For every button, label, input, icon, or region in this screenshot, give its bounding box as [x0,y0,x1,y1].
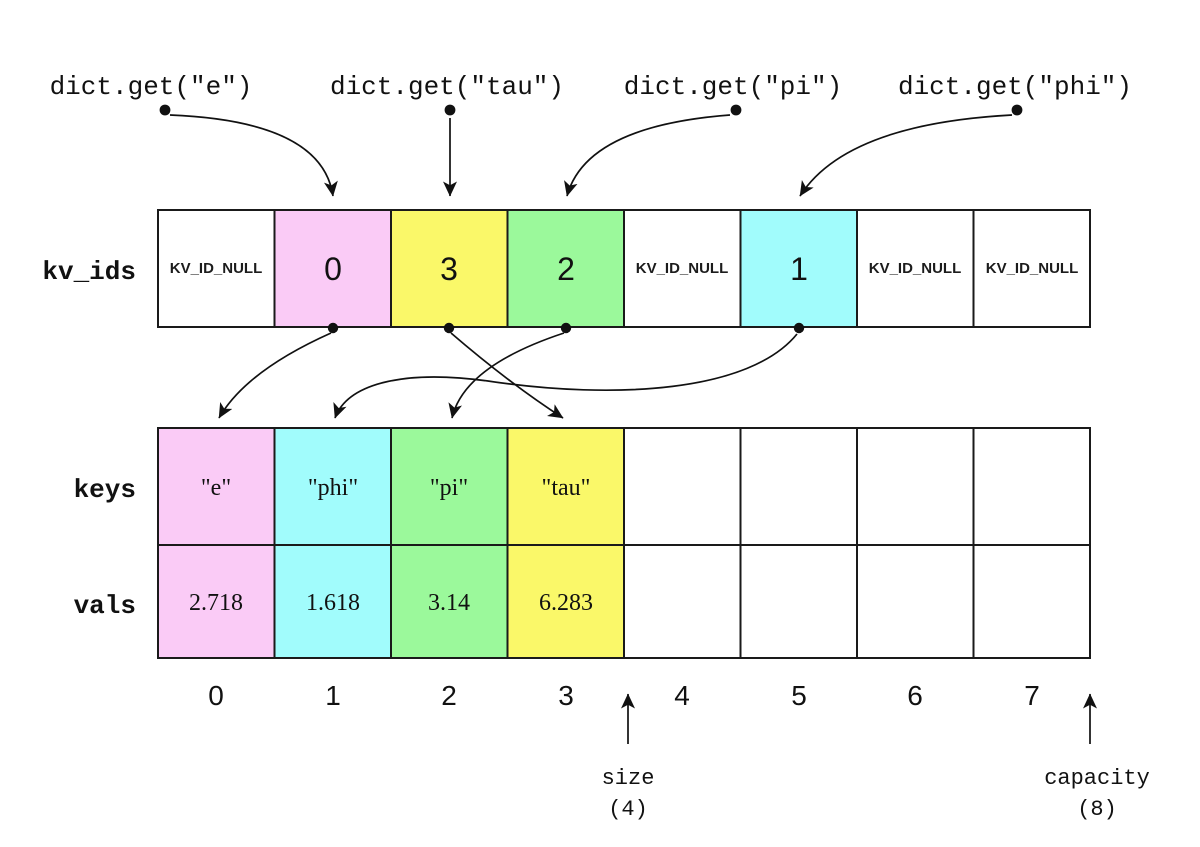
query-arrow-pi-to-kvids3 [564,114,731,197]
kv-ids-cell-text-6: KV_ID_NULL [869,260,962,277]
keys-cell-3 [506,427,625,546]
index-label-0: 0 [208,680,224,711]
query-dot-pi [730,104,742,116]
keys-row: keys "e" "phi" "pi" "tau" [74,427,1091,546]
keys-row-label: keys [74,475,136,505]
index-labels: 0 1 2 3 4 5 6 7 [208,680,1040,711]
index-label-6: 6 [907,680,923,711]
capacity-label: capacity [1044,766,1150,791]
kv-ids-to-keys-links [218,322,805,419]
link-dot-kvids3 [560,322,572,334]
query-label-e: dict.get("e") [50,72,253,102]
index-label-3: 3 [558,680,574,711]
vals-cell-7 [972,544,1091,659]
keys-cell-6 [856,427,975,546]
query-label-tau: dict.get("tau") [330,72,564,102]
link-dot-kvids5 [793,322,805,334]
link-dot-kvids2 [443,322,455,334]
index-label-5: 5 [791,680,807,711]
size-annotation: size (4) [602,693,655,822]
index-label-2: 2 [441,680,457,711]
kv-ids-cell-text-1: 0 [324,251,342,287]
keys-cell-text-0: "e" [201,475,231,501]
kv-ids-row-label: kv_ids [42,257,136,287]
capacity-value: (8) [1077,797,1117,822]
link-arrow-1-to-keys1 [333,333,798,419]
kv-ids-cell-5 [739,209,858,328]
vals-cell-text-1: 1.618 [306,590,360,616]
query-dot-phi [1011,104,1023,116]
vals-cell-1 [273,544,392,659]
query-label-pi: dict.get("pi") [624,72,842,102]
size-value: (4) [608,797,648,822]
kv-ids-cell-text-3: 2 [557,251,575,287]
query-arrow-phi-to-kvids5 [799,114,1013,197]
vals-row: vals 2.718 1.618 3.14 6.283 [74,544,1091,659]
link-dot-kvids1 [327,322,339,334]
vals-cell-text-3: 6.283 [539,590,593,616]
keys-cell-text-3: "tau" [542,475,591,501]
vals-cell-6 [856,544,975,659]
kv-ids-cell-1 [273,209,392,328]
capacity-annotation: capacity (8) [1044,693,1150,822]
keys-cell-text-2: "pi" [430,475,468,501]
vals-cell-text-2: 3.14 [428,590,470,616]
vals-cell-text-0: 2.718 [189,590,243,616]
keys-cell-text-1: "phi" [308,475,358,501]
kv-ids-cell-text-4: KV_ID_NULL [636,260,729,277]
kv-ids-cell-7 [972,209,1091,328]
link-arrow-0-to-keys0 [218,332,332,419]
vals-row-label: vals [74,591,136,621]
query-dot-e [159,104,171,116]
size-label: size [602,766,655,791]
query-label-phi: dict.get("phi") [898,72,1132,102]
keys-cell-7 [972,427,1091,546]
keys-cell-2 [390,427,509,546]
index-label-7: 7 [1024,680,1040,711]
vals-cell-2 [390,544,509,659]
query-annotations: dict.get("e") dict.get("tau") dict.get("… [50,72,1132,197]
vals-cell-5 [739,544,858,659]
kv-ids-cell-text-0: KV_ID_NULL [170,260,263,277]
link-arrow-2-to-keys2 [448,332,565,419]
kv-ids-cell-text-7: KV_ID_NULL [986,260,1079,277]
index-label-4: 4 [674,680,690,711]
link-arrow-3-to-keys3 [450,332,564,419]
query-dot-tau [444,104,456,116]
vals-cell-3 [506,544,625,659]
vals-cell-0 [157,544,276,659]
keys-cell-5 [739,427,858,546]
index-label-1: 1 [325,680,341,711]
query-arrow-e-to-kvids1 [169,114,338,197]
keys-cell-4 [623,427,742,546]
kv-ids-cell-text-2: 3 [440,251,458,287]
vals-cell-4 [623,544,742,659]
kv-ids-cell-text-5: 1 [790,251,808,287]
keys-cell-0 [157,427,276,546]
keys-cell-1 [273,427,392,546]
kv-ids-row: kv_ids KV_ID_NULL 0 3 2 KV_ID_NULL 1 KV_… [42,209,1091,328]
